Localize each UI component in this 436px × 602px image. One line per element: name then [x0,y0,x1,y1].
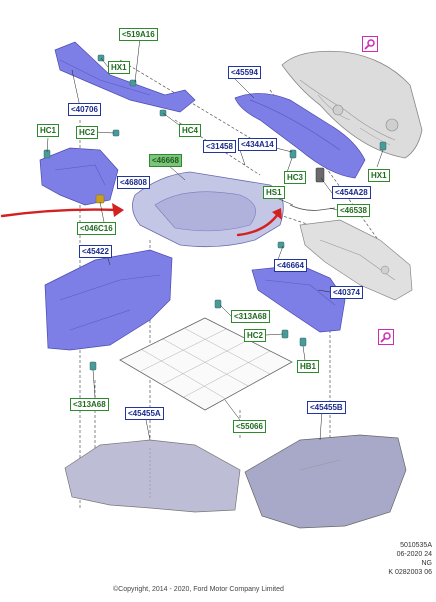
label-434A14[interactable]: <434A14 [238,138,277,151]
part-side-panel-45422 [44,249,173,351]
label-hc2-mid[interactable]: HC2 [244,329,267,342]
label-hs1[interactable]: HS1 [263,186,285,199]
reference-line-2: 06-2020 24 [396,551,432,558]
label-40706[interactable]: <40706 [68,103,101,116]
label-046C16[interactable]: <046C16 [77,222,116,235]
part-bracket-46808 [39,147,119,206]
part-trim-40374 [251,264,346,333]
label-hc2-top[interactable]: HC2 [76,126,99,139]
label-313A68-mid[interactable]: <313A68 [231,310,270,323]
label-46808[interactable]: <46808 [117,176,150,189]
part-floor-board-46668 [132,171,284,248]
label-31458[interactable]: <31458 [203,140,236,153]
label-hc3[interactable]: HC3 [284,171,307,184]
label-46668[interactable]: <46668 [149,154,182,167]
part-mat-45455B [244,434,407,529]
clip-046C16 [95,194,105,204]
label-519A16[interactable]: <519A16 [119,28,158,41]
label-46538[interactable]: <46538 [337,204,370,217]
reference-line-1: 5010535A [400,542,432,549]
reference-line-3: NG [421,560,433,567]
label-313A68-left[interactable]: <313A68 [70,398,109,411]
label-45455A[interactable]: <45455A [125,407,164,420]
magnifier-icon [378,329,394,345]
label-45455B[interactable]: <45455B [307,401,346,414]
label-55066[interactable]: <55066 [233,420,266,433]
latch-454A28 [315,167,325,183]
label-hc4[interactable]: HC4 [179,124,202,137]
red-arrows [0,208,280,237]
label-454A28[interactable]: <454A28 [332,186,371,199]
part-panel-46664 [299,219,413,301]
label-45594[interactable]: <45594 [228,66,261,79]
label-46664[interactable]: <46664 [274,259,307,272]
part-cargo-net-55066 [119,317,293,411]
label-hx1-top[interactable]: HX1 [108,61,130,74]
label-hx1-right[interactable]: HX1 [368,169,390,182]
label-hb1[interactable]: HB1 [297,360,320,373]
part-rail-40706 [54,41,196,113]
part-panel-45594 [234,93,366,179]
fastener-clips [43,54,387,371]
part-mat-45455A [64,439,241,513]
trunk-lid [281,50,423,159]
label-hc1[interactable]: HC1 [37,124,60,137]
label-40374[interactable]: <40374 [330,286,363,299]
copyright-text: ©Copyright, 2014 - 2020, Ford Motor Comp… [113,586,284,593]
red-arrowheads [112,203,282,220]
magnifier-icon [362,36,378,52]
reference-line-4: K 0282003 06 [388,569,432,576]
label-45422[interactable]: <45422 [79,245,112,258]
diagram-reference: 5010535A 06-2020 24 NG K 0282003 06 [350,541,432,577]
cable-46538 [289,204,336,211]
